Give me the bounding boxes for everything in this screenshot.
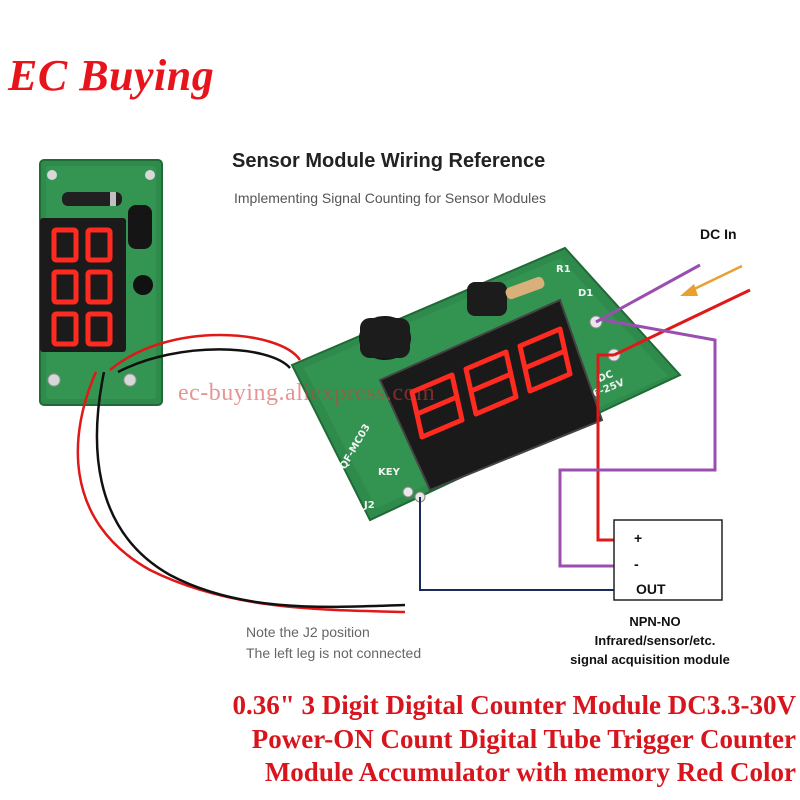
terminal-out: OUT <box>636 581 666 597</box>
watermark: ec-buying.aliexpress.com <box>178 380 436 406</box>
terminal-minus: - <box>634 556 639 572</box>
product-title-line-1: 0.36" 3 Digit Digital Counter Module DC3… <box>232 690 796 720</box>
sensor-module-role: signal acquisition module <box>570 652 730 667</box>
note-line-2: The left leg is not connected <box>246 645 422 661</box>
board-r1-label: R1 <box>556 264 571 275</box>
brand-logo: EC Buying <box>8 51 215 100</box>
sensor-module-types: Infrared/sensor/etc. <box>594 633 716 648</box>
small-counter-board <box>39 159 163 406</box>
board-j2-label: J2 <box>363 500 375 511</box>
dc-in-label: DC In <box>700 226 737 242</box>
wiring-lines <box>419 263 751 591</box>
product-title-line-2: Power-ON Count Digital Tube Trigger Coun… <box>251 724 796 754</box>
wiring-subtitle: Implementing Signal Counting for Sensor … <box>234 190 547 206</box>
board-key-label: KEY <box>378 467 401 478</box>
sensor-module-name: NPN-NO <box>629 614 681 629</box>
large-counter-board: DC6-25V QF-MC03 KEY J2 R1 D1 <box>290 246 682 522</box>
large-display-digits <box>409 326 573 440</box>
small-display-digits <box>51 227 113 347</box>
note-line-1: Note the J2 position <box>246 624 370 640</box>
wiring-title: Sensor Module Wiring Reference <box>232 150 546 172</box>
sensor-module-box <box>613 519 723 601</box>
board-d1-label: D1 <box>578 288 593 299</box>
product-title-line-3: Module Accumulator with memory Red Color <box>264 757 796 787</box>
terminal-plus: + <box>634 530 643 546</box>
